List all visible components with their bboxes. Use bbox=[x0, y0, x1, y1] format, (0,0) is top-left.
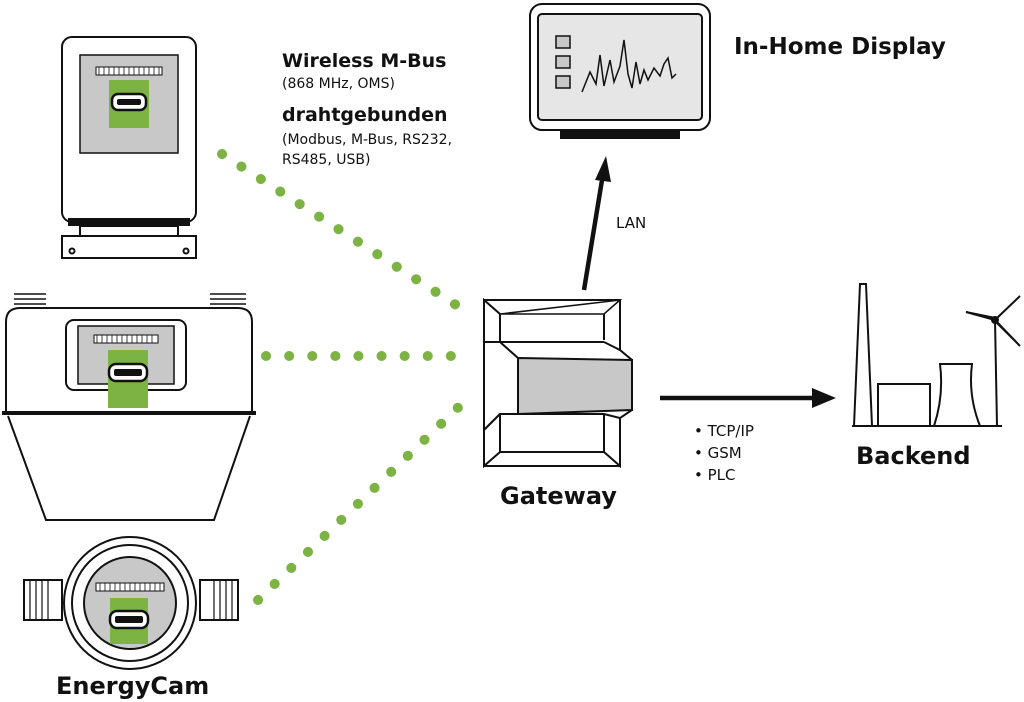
protocol-item: GSM bbox=[694, 442, 754, 464]
power-plant-icon bbox=[852, 283, 1021, 427]
backend-arrow bbox=[660, 388, 836, 408]
electricity-meter-icon bbox=[61, 36, 197, 259]
in-home-display-label: In-Home Display bbox=[734, 34, 946, 60]
protocol-item: PLC bbox=[694, 464, 754, 486]
lan-label: LAN bbox=[616, 214, 647, 232]
gateway-label: Gateway bbox=[500, 482, 617, 510]
wired-detail-line-1: (Modbus, M-Bus, RS232, bbox=[282, 132, 453, 148]
backend-label: Backend bbox=[856, 442, 971, 470]
din-rail-gateway-icon bbox=[483, 297, 633, 469]
wireless-link-bottom bbox=[253, 391, 475, 605]
in-home-display-icon bbox=[529, 3, 711, 139]
protocol-item: TCP/IP bbox=[694, 420, 754, 442]
wireless-mbus-detail: (868 MHz, OMS) bbox=[282, 76, 395, 92]
wireless-mbus-title: Wireless M-Bus bbox=[282, 50, 447, 72]
wireless-link-top bbox=[217, 149, 475, 319]
lan-arrow bbox=[581, 156, 611, 291]
protocol-list: TCP/IP GSM PLC bbox=[694, 420, 754, 486]
water-meter-icon bbox=[23, 536, 239, 670]
energycam-label: EnergyCam bbox=[56, 672, 210, 700]
gas-meter-icon bbox=[2, 293, 256, 521]
wired-title: drahtgebunden bbox=[282, 104, 448, 126]
wired-detail-line-2: RS485, USB) bbox=[282, 152, 371, 168]
